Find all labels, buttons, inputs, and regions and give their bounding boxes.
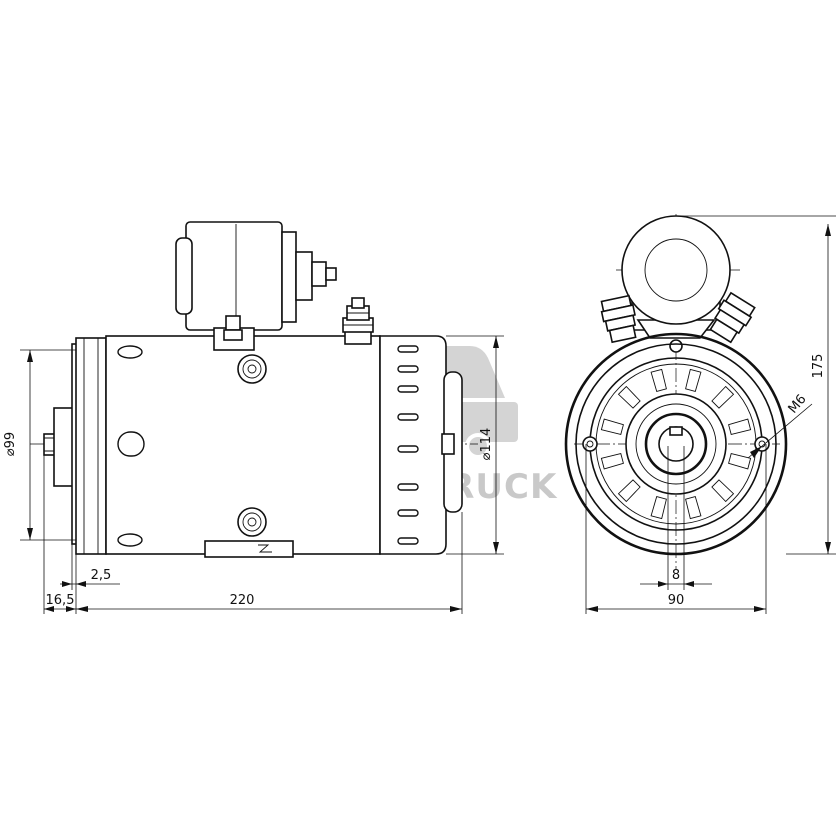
solenoid	[175, 221, 337, 351]
side-dimensions: ⌀99 ⌀114 2,5 16,5	[3, 335, 504, 614]
mount-hole-left	[582, 436, 598, 452]
vent-slot	[600, 453, 624, 470]
vent-slot	[685, 368, 702, 392]
vent-slot	[617, 479, 641, 503]
dim-shaft-length: 16,5	[46, 593, 75, 608]
solenoid-mount-bolt	[223, 315, 243, 341]
dim-body-length: 220	[230, 593, 255, 608]
vent-slot	[617, 385, 641, 409]
left-terminal	[600, 294, 637, 344]
end-housing-outer	[564, 332, 788, 556]
dim-total-height: 175	[811, 354, 826, 379]
right-terminal	[709, 291, 756, 344]
vent-slot	[728, 453, 752, 470]
motor-end-view: 175 90 8 M6	[564, 214, 836, 614]
dim-diameter-flange: ⌀99	[3, 432, 18, 456]
rating-tag	[204, 540, 294, 558]
vent-slot	[685, 496, 702, 520]
terminal-stud	[342, 297, 374, 345]
shaft-key	[669, 426, 683, 436]
dim-body-width: 90	[668, 593, 685, 608]
vent-slot	[711, 479, 735, 503]
solenoid-end	[621, 215, 731, 339]
mount-hole-right	[754, 436, 770, 452]
vent-slots	[600, 368, 752, 520]
vent-slot	[728, 418, 752, 435]
dim-thread: M6	[786, 392, 810, 417]
dim-shaft-offset: 2,5	[91, 568, 112, 583]
vent-slot	[650, 496, 667, 520]
body-slot	[117, 533, 143, 547]
rear-cap	[379, 335, 463, 555]
motor-body	[105, 335, 381, 558]
hub-outer	[625, 393, 727, 495]
end-housing-inner	[575, 343, 777, 545]
body-fitting	[237, 507, 267, 537]
hub-ring	[635, 403, 717, 485]
hub-bearing	[644, 412, 708, 476]
vent-slot	[650, 368, 667, 392]
dim-shaft-key: 8	[672, 568, 680, 583]
top-bolt	[669, 339, 683, 353]
front-flange	[71, 337, 107, 555]
body-slot	[117, 431, 145, 457]
body-slot	[117, 345, 143, 359]
vent-slot	[711, 385, 735, 409]
dim-diameter-body: ⌀114	[479, 428, 494, 461]
motor-side-view: ⌀99 ⌀114 2,5 16,5	[3, 221, 504, 614]
vent-slot	[600, 418, 624, 435]
body-fitting	[237, 354, 267, 384]
